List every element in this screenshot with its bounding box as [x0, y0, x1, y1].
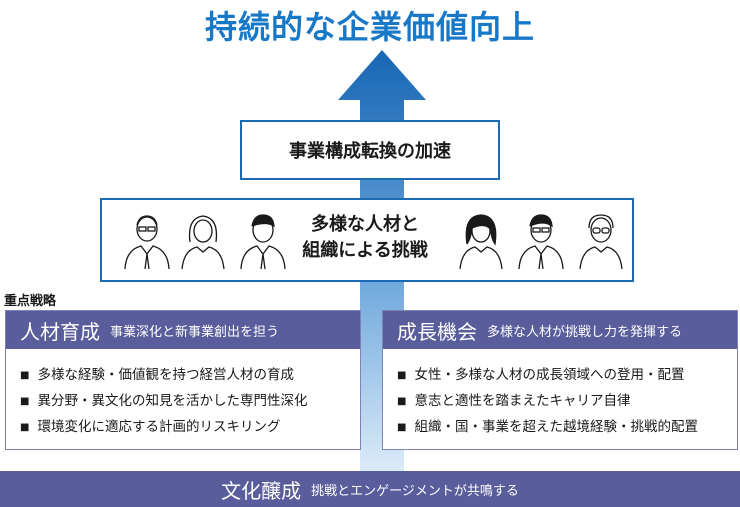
panel-growth-opportunity: 成長機会 多様な人材が挑戦し力を発揮する 女性・多様な人材の成長領域への登用・配… [382, 310, 738, 450]
list-item: 異分野・異文化の知見を活かした専門性深化 [20, 389, 307, 415]
person-icon [518, 214, 564, 270]
person-icon [124, 215, 170, 270]
panel-title: 人材育成 [20, 319, 100, 344]
person-icon [579, 214, 623, 270]
focus-strategy-label: 重点戦略 [4, 294, 57, 309]
panel-list: 多様な経験・価値観を持つ経営人材の育成 異分野・異文化の知見を活かした専門性深化… [20, 363, 307, 441]
middle-box [100, 198, 634, 282]
panel-subtitle: 事業深化と新事業創出を担う [110, 324, 280, 340]
list-item: 女性・多様な人材の成長領域への登用・配置 [397, 363, 698, 389]
culture-title: 文化醸成 [221, 478, 302, 503]
panel-talent-development: 人材育成 事業深化と新事業創出を担う 多様な経験・価値観を持つ経営人材の育成 異… [5, 310, 361, 450]
panel-subtitle: 多様な人材が挑戦し力を発揮する [487, 324, 683, 340]
middle-box-line2: 組織による挑戦 [302, 240, 428, 261]
top-box: 事業構成転換の加速 [240, 120, 500, 180]
list-item: 意志と適性を踏まえたキャリア自律 [397, 389, 698, 415]
culture-subtitle: 挑戦とエンゲージメントが共鳴する [311, 483, 519, 499]
list-item: 組織・国・事業を超えた越境経験・挑戦的配置 [397, 415, 698, 441]
culture-banner: 文化醸成 挑戦とエンゲージメントが共鳴する [0, 471, 740, 507]
person-icon [459, 214, 503, 270]
list-item: 多様な経験・価値観を持つ経営人材の育成 [20, 363, 307, 389]
panel-header: 人材育成 事業深化と新事業創出を担う [6, 311, 360, 349]
panel-header: 成長機会 多様な人材が挑戦し力を発揮する [383, 311, 737, 349]
middle-box-line1: 多様な人材と [311, 214, 419, 235]
panel-title: 成長機会 [397, 319, 477, 344]
panel-list: 女性・多様な人材の成長領域への登用・配置 意志と適性を踏まえたキャリア自律 組織… [397, 363, 698, 441]
list-item: 環境変化に適応する計画的リスキリング [20, 415, 307, 441]
middle-box-text: 多様な人材と 組織による挑戦 [300, 212, 430, 264]
page-title: 持続的な企業価値向上 [204, 8, 535, 46]
person-icon [240, 214, 286, 270]
person-icon [181, 215, 225, 270]
